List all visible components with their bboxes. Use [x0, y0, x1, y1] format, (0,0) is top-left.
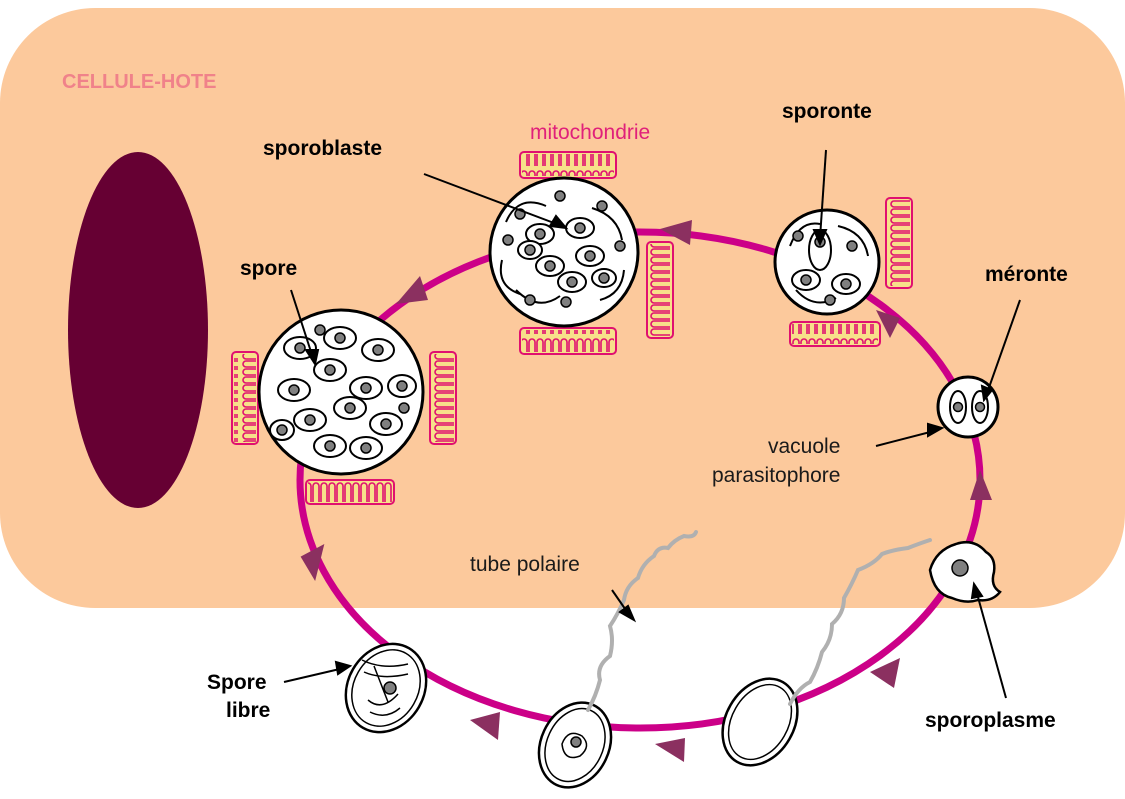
free-spore-label-line2: libre	[226, 698, 270, 723]
mitochondrion	[232, 352, 258, 444]
mitochondria-label: mitochondrie	[530, 120, 650, 145]
sporoplasm-label: sporoplasme	[925, 708, 1056, 733]
mitochondrion	[520, 152, 616, 178]
empty-spore	[708, 665, 813, 779]
mitochondrion	[430, 352, 456, 444]
arrowhead	[470, 712, 500, 740]
arrowhead	[655, 738, 685, 762]
sporont-cell	[775, 210, 879, 314]
sporoblast-cell	[490, 178, 638, 326]
meront-label: méronte	[985, 262, 1068, 287]
mitochondrion	[306, 480, 394, 504]
host-nucleus	[68, 152, 208, 508]
free-spore	[330, 629, 442, 747]
mitochondrion	[886, 198, 912, 288]
sporont-label: sporonte	[782, 99, 872, 124]
spore-cluster	[259, 310, 423, 474]
mitochondrion	[647, 242, 673, 338]
vacuole-label-line1: vacuole	[768, 434, 840, 459]
sporoblast-label: sporoblaste	[263, 136, 382, 161]
vacuole-label-line2: parasitophore	[712, 463, 840, 488]
host-cell-label: CELLULE-HOTE	[62, 70, 216, 94]
mitochondrion	[520, 328, 616, 354]
spore-label: spore	[240, 256, 297, 281]
free-spore-label-line1: Spore	[207, 670, 267, 695]
polar-tube-label: tube polaire	[470, 552, 580, 577]
germinating-spore	[526, 691, 625, 799]
mitochondrion	[790, 322, 880, 346]
